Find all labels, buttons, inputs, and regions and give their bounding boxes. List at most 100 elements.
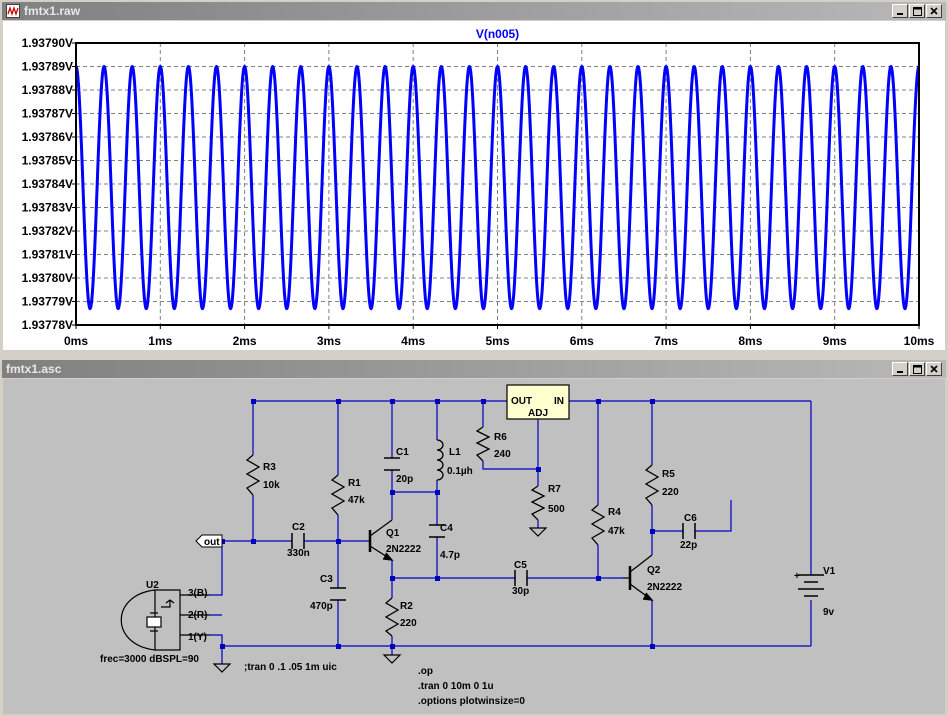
svg-text:9v: 9v — [823, 607, 835, 618]
component-labels: R3 10k R1 47k C1 20p L1 0.1µh R6 240 R7 … — [100, 432, 836, 665]
svg-text:22p: 22p — [680, 540, 697, 551]
R4-symbol — [590, 504, 606, 546]
ground-icon — [382, 654, 402, 664]
net-label-out[interactable]: out — [195, 534, 223, 548]
commented-tran-directive: ;tran 0 .1 .05 1m uic — [244, 662, 337, 673]
series-legend: V(n005) — [476, 27, 519, 41]
regulator-symbol: OUT IN ADJ — [506, 384, 570, 420]
svg-text:R1: R1 — [348, 478, 361, 489]
svg-text:frec=3000 dBSPL=90: frec=3000 dBSPL=90 — [100, 654, 199, 665]
close-icon — [930, 365, 938, 373]
svg-text:2N2222: 2N2222 — [386, 544, 421, 555]
svg-text:C4: C4 — [440, 523, 453, 534]
maximize-icon — [912, 6, 922, 16]
plot-frame — [75, 42, 920, 326]
R7-symbol — [530, 485, 546, 521]
x-tick-label: 8ms — [738, 334, 762, 348]
R2-symbol — [384, 597, 400, 637]
x-tick-label: 6ms — [570, 334, 594, 348]
svg-text:C5: C5 — [514, 560, 527, 571]
close-button[interactable] — [926, 362, 942, 376]
svg-text:C1: C1 — [396, 447, 409, 458]
svg-text:U2: U2 — [146, 580, 159, 591]
svg-text:1(Y): 1(Y) — [188, 632, 207, 643]
svg-text:500: 500 — [548, 504, 565, 515]
y-tick-label: 1.93779V — [22, 295, 73, 309]
C1-symbol — [384, 457, 400, 471]
svg-text:20p: 20p — [396, 474, 413, 485]
y-tick-label: 1.93789V — [22, 60, 73, 74]
schematic-window: fmtx1.asc — [0, 358, 948, 716]
Q2-symbol — [623, 554, 654, 601]
x-tick-label: 1ms — [148, 334, 172, 348]
R1-symbol — [330, 474, 346, 516]
close-button[interactable] — [926, 4, 942, 18]
y-tick-label: 1.93786V — [22, 130, 73, 144]
x-tick-label: 3ms — [317, 334, 341, 348]
x-tick-label: 5ms — [485, 334, 509, 348]
svg-text:R7: R7 — [548, 484, 561, 495]
svg-text:C2: C2 — [292, 522, 305, 533]
svg-text:IN: IN — [554, 396, 564, 407]
ground-icon — [528, 527, 548, 537]
R3-symbol — [245, 454, 261, 496]
svg-text:ADJ: ADJ — [528, 408, 548, 419]
svg-text:L1: L1 — [449, 447, 461, 458]
C4-symbol — [429, 524, 445, 538]
svg-text:R4: R4 — [608, 507, 621, 518]
plot-window-titlebar[interactable]: fmtx1.raw — [2, 2, 946, 20]
minimize-button[interactable] — [892, 4, 908, 18]
C2-symbol — [291, 533, 305, 549]
y-tick-label: 1.93780V — [22, 271, 73, 285]
y-tick-label: 1.93787V — [22, 107, 73, 121]
svg-text:220: 220 — [662, 487, 679, 498]
y-tick-label: 1.93778V — [22, 318, 73, 332]
y-tick-label: 1.93781V — [22, 248, 73, 262]
plot-window-title: fmtx1.raw — [24, 4, 81, 18]
svg-text:V1: V1 — [823, 566, 836, 577]
y-tick-label: 1.93782V — [22, 224, 73, 238]
svg-text:2N2222: 2N2222 — [647, 582, 682, 593]
svg-text:47k: 47k — [608, 526, 625, 537]
restore-button[interactable] — [909, 362, 925, 376]
schematic-window-titlebar[interactable]: fmtx1.asc — [2, 360, 946, 378]
waveform-app-icon — [6, 4, 20, 18]
schematic-canvas[interactable]: OUT IN ADJ + out — [3, 379, 945, 714]
svg-text:Q2: Q2 — [647, 565, 661, 576]
close-icon — [930, 7, 938, 15]
svg-text:30p: 30p — [512, 586, 529, 597]
minimize-button[interactable] — [892, 362, 908, 376]
svg-text:470p: 470p — [310, 601, 333, 612]
x-tick-label: 0ms — [64, 334, 88, 348]
svg-text:R6: R6 — [494, 432, 507, 443]
C6-symbol — [682, 523, 696, 539]
inductor-symbol — [436, 439, 444, 481]
y-tick-label: 1.93783V — [22, 201, 73, 215]
x-tick-label: 2ms — [233, 334, 257, 348]
spice-directives[interactable]: ;tran 0 .1 .05 1m uic .op .tran 0 10m 0 … — [244, 662, 525, 707]
schematic-drawing[interactable]: OUT IN ADJ + out — [3, 379, 945, 714]
y-tick-label: 1.93788V — [22, 83, 73, 97]
svg-text:C3: C3 — [320, 574, 333, 585]
svg-text:Q1: Q1 — [386, 528, 400, 539]
ground-symbols — [212, 527, 548, 673]
svg-text:240: 240 — [494, 449, 511, 460]
restore-button[interactable] — [909, 4, 925, 18]
svg-text:220: 220 — [400, 618, 417, 629]
ground-icon — [212, 663, 232, 673]
svg-text:0.1µh: 0.1µh — [447, 466, 473, 477]
transistor-symbols — [368, 519, 654, 601]
C5-symbol — [514, 570, 528, 586]
svg-text:330n: 330n — [287, 548, 310, 559]
series-line — [74, 65, 921, 311]
maximize-icon — [912, 364, 922, 374]
op-directive: .op — [418, 666, 433, 677]
battery-symbol — [798, 574, 824, 597]
tran-directive: .tran 0 10m 0 1u — [418, 681, 494, 692]
R5-symbol — [644, 464, 660, 506]
svg-text:47k: 47k — [348, 495, 365, 506]
svg-text:out: out — [204, 537, 220, 548]
